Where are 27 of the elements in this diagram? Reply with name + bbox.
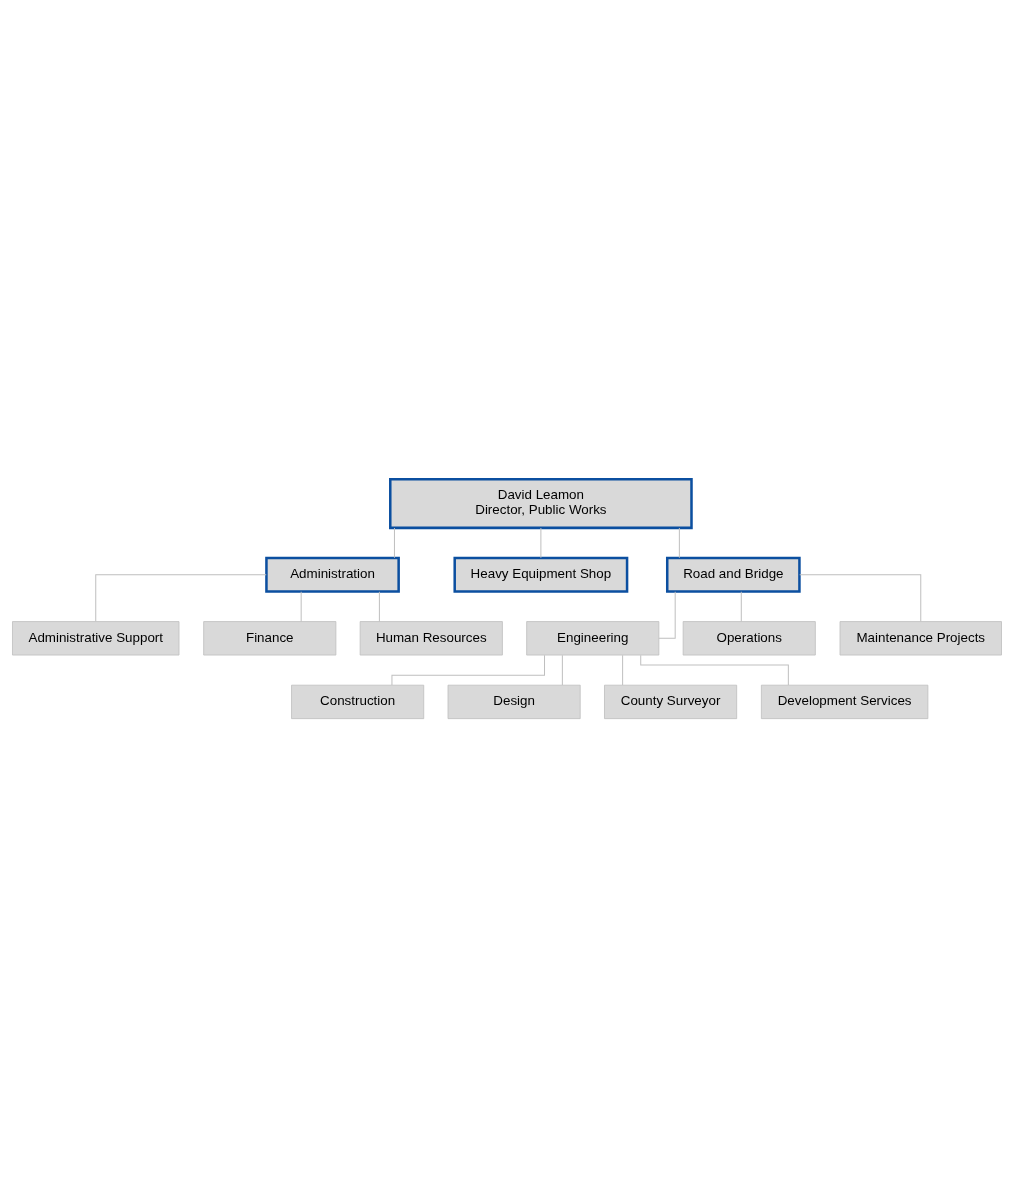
node-box: Development Services: [760, 684, 929, 719]
connector: [393, 527, 395, 558]
connector: [622, 654, 624, 686]
connector: [391, 654, 545, 686]
connector: [640, 654, 789, 685]
node-box: Road and Bridge: [665, 556, 801, 593]
connector: [300, 590, 302, 622]
node-box: Engineering: [526, 620, 660, 655]
node-box: David Leamon Director, Public Works: [389, 477, 693, 529]
node-box: County Surveyor: [604, 684, 738, 719]
node-box: Design: [447, 684, 581, 719]
node-box: Administration: [265, 556, 400, 593]
node-box: Finance: [203, 620, 337, 655]
connector: [658, 590, 676, 639]
node-box: Administrative Support: [12, 620, 180, 655]
node-box: Human Resources: [359, 620, 503, 655]
node-box: Construction: [291, 684, 425, 719]
connector: [378, 590, 380, 622]
node-box: Operations: [682, 620, 816, 655]
connector: [799, 573, 922, 622]
node-box: Heavy Equipment Shop: [453, 556, 629, 593]
connector: [740, 590, 742, 622]
connector: [561, 654, 563, 686]
connector: [540, 527, 542, 558]
connector: [678, 527, 680, 558]
connector: [95, 573, 267, 622]
node-box: Maintenance Projects: [839, 620, 1002, 655]
